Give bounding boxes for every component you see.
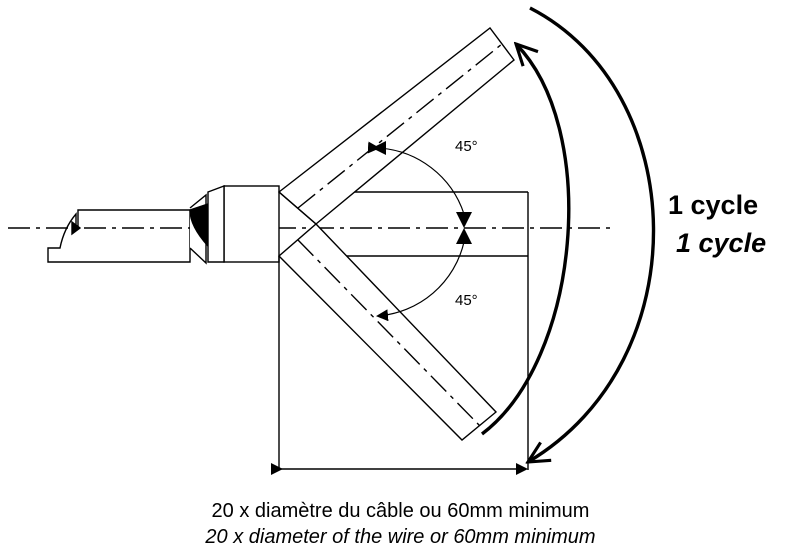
- angle-arrow-upper-tip: [372, 141, 386, 155]
- wire-bent-up-position: [277, 27, 515, 225]
- caption-french: 20 x diamètre du câble ou 60mm minimum: [211, 500, 590, 522]
- angle-arrow-center: [456, 212, 472, 244]
- cycle-arrow-outer: [528, 6, 656, 462]
- wire-bent-down-position: [277, 191, 498, 441]
- angle-arc-upper: [367, 141, 465, 215]
- angle-label-upper: 45°: [455, 138, 478, 155]
- caption-english: 20 x diameter of the wire or 60mm minimu…: [205, 526, 596, 548]
- wire-clamp: [47, 184, 280, 265]
- cycle-arrow-inner: [480, 44, 571, 436]
- angle-label-lower: 45°: [455, 292, 478, 309]
- cycle-label-en: 1 cycle: [676, 228, 766, 258]
- angle-arc-lower: [376, 241, 465, 322]
- cycle-label-fr: 1 cycle: [668, 190, 758, 220]
